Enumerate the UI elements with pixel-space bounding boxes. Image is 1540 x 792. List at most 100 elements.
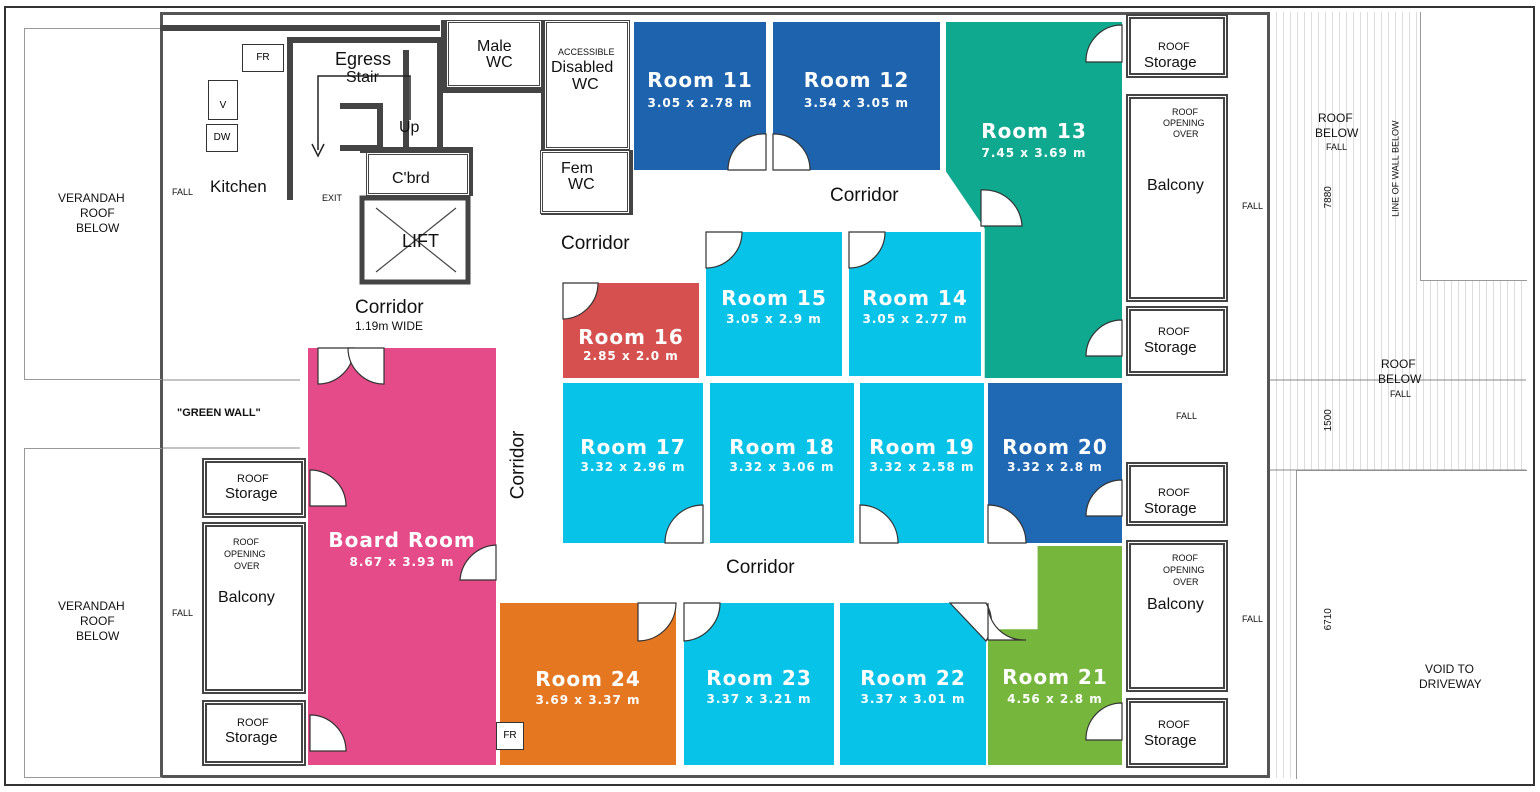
corridor-label-mid: Corridor <box>561 233 630 254</box>
roof-storage-right-2[interactable] <box>1126 306 1228 376</box>
balcony-right-top[interactable] <box>1126 94 1228 302</box>
verandah-top-label-1: VERANDAH <box>58 191 125 205</box>
roof-label: ROOF <box>233 537 259 547</box>
fall-label: FALL <box>172 187 194 197</box>
corridor-width-label: 1.19m WIDE <box>355 319 424 333</box>
room-name: Room 18 <box>729 435 835 459</box>
outer-border <box>4 6 1535 786</box>
over-label: OVER <box>234 561 260 571</box>
room-18[interactable]: Room 18 3.32 x 3.06 m <box>710 383 854 543</box>
corridor-label-vertical: Corridor <box>507 430 529 500</box>
dimension-1500: 1500 <box>1322 409 1334 432</box>
room-dimensions: 3.32 x 2.58 m <box>869 460 975 474</box>
fall-label: FALL <box>1390 389 1412 399</box>
room-dimensions: 4.56 x 2.8 m <box>1007 692 1103 706</box>
room-name: Room 17 <box>580 435 686 459</box>
room-dimensions: 3.32 x 2.96 m <box>580 460 686 474</box>
room-dimensions: 3.54 x 3.05 m <box>804 96 909 110</box>
room-dimensions: 3.32 x 3.06 m <box>729 460 835 474</box>
verandah-top-label-2: ROOF <box>80 206 115 220</box>
dimension-6710: 6710 <box>1322 608 1334 631</box>
disabled-wc-label: WC <box>572 76 599 93</box>
balcony-left[interactable] <box>202 522 306 694</box>
roof-storage-right-1[interactable] <box>1126 14 1228 78</box>
room-dimensions: 3.05 x 2.77 m <box>862 312 968 326</box>
roof-storage-right-4[interactable] <box>1126 698 1228 768</box>
verandah-left-bottom <box>24 448 162 778</box>
room-name: Room 21 <box>1002 665 1108 689</box>
egress-label: Egress <box>335 49 392 69</box>
room-dimensions: 3.05 x 2.9 m <box>726 312 822 326</box>
storage-label: Storage <box>1144 732 1197 749</box>
void-label-1: VOID TO <box>1425 662 1474 676</box>
roof-below-label-2: BELOW <box>1315 126 1359 140</box>
room-dimensions: 3.32 x 2.8 m <box>1007 460 1103 474</box>
corridor-label-west: Corridor <box>355 297 424 318</box>
verandah-bottom-label-3: BELOW <box>76 629 120 643</box>
male-wc[interactable] <box>446 20 542 88</box>
room-name: Room 16 <box>578 325 684 349</box>
lift-label: LIFT <box>402 231 440 251</box>
fall-label: FALL <box>1242 201 1264 211</box>
balcony-right-bottom[interactable] <box>1126 540 1228 692</box>
room-name: Room 13 <box>981 119 1087 143</box>
roof-label: ROOF <box>1158 41 1190 53</box>
fall-label: FALL <box>172 608 194 618</box>
green-wall-label: "GREEN WALL" <box>177 407 261 419</box>
verandah-bottom-label-1: VERANDAH <box>58 599 125 613</box>
room-name: Room 23 <box>706 666 812 690</box>
fem-wc[interactable] <box>540 150 630 214</box>
disabled-wc[interactable] <box>544 20 630 150</box>
roof-storage-right-3[interactable] <box>1126 462 1228 526</box>
fall-label: FALL <box>1242 614 1264 624</box>
fem-label: Fem <box>561 160 593 177</box>
room-22[interactable]: Room 22 3.37 x 3.01 m <box>840 603 986 765</box>
stair-label: Stair <box>346 69 379 86</box>
storage-label: Storage <box>1144 500 1197 517</box>
room-dimensions: 3.69 x 3.37 m <box>535 693 641 707</box>
over-label: OVER <box>1173 577 1199 587</box>
kitchen-label: Kitchen <box>210 177 267 196</box>
room-name: Board Room <box>328 528 476 552</box>
roof-below-label-1: ROOF <box>1318 111 1353 125</box>
opening-label: OPENING <box>224 549 266 559</box>
cupboard[interactable] <box>366 152 470 196</box>
roof-label: ROOF <box>1172 107 1198 117</box>
building-wall <box>160 12 1270 778</box>
fridge-icon: FR <box>242 44 284 72</box>
room-name: Room 19 <box>869 435 975 459</box>
room-name: Room 15 <box>721 286 827 310</box>
roof-label: ROOF <box>1158 719 1190 731</box>
storage-label: Storage <box>225 729 278 746</box>
accessible-label: ACCESSIBLE <box>558 47 615 57</box>
room-name: Room 22 <box>860 666 966 690</box>
fem-wc-label: WC <box>568 176 595 193</box>
storage-label: Storage <box>225 485 278 502</box>
room-dimensions: 3.05 x 2.78 m <box>647 96 753 110</box>
roof-label: ROOF <box>1158 487 1190 499</box>
storage-label: Storage <box>1144 54 1197 71</box>
room-dimensions: 2.85 x 2.0 m <box>583 349 679 363</box>
verandah-bottom-label-2: ROOF <box>80 614 115 628</box>
disabled-label: Disabled <box>551 59 614 76</box>
fire-riser-icon: FR <box>496 722 524 750</box>
void-area <box>1296 470 1527 779</box>
opening-label: OPENING <box>1163 118 1205 128</box>
board-room[interactable]: Board Room 8.67 x 3.93 m <box>308 348 496 765</box>
room-name: Room 11 <box>647 68 753 92</box>
storage-label: Storage <box>1144 339 1197 356</box>
roof-below-label-1: ROOF <box>1381 357 1416 371</box>
roof-storage-left-top[interactable] <box>202 458 306 518</box>
verandah-left-top <box>24 28 162 380</box>
room-dimensions: 8.67 x 3.93 m <box>349 555 455 569</box>
roof-storage-left-bottom[interactable] <box>202 700 306 766</box>
dimension-7880: 7880 <box>1322 186 1334 209</box>
roof-label: ROOF <box>1172 553 1198 563</box>
verandah-top-label-3: BELOW <box>76 221 120 235</box>
exit-label: EXIT <box>322 193 343 203</box>
room-name: Room 14 <box>862 286 968 310</box>
roof-label: ROOF <box>237 717 269 729</box>
roof-below-upper <box>1420 12 1527 281</box>
